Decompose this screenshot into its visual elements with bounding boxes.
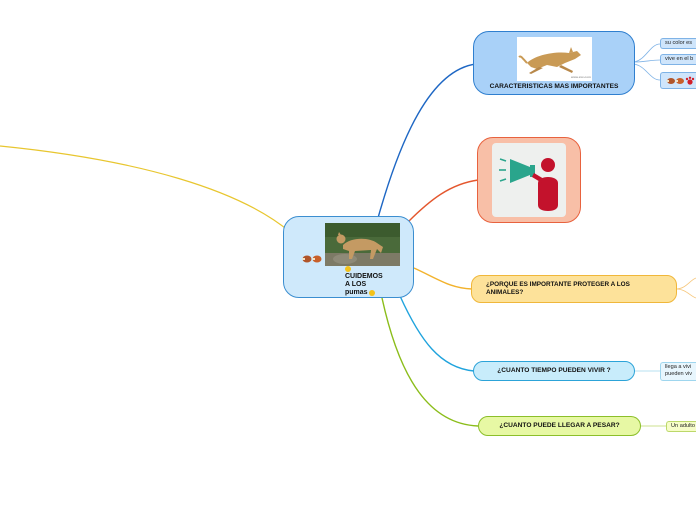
weight-node[interactable]: ¿CUANTO PUEDE LLEGAR A PESAR?	[478, 416, 641, 436]
connector-why-protect	[413, 267, 473, 290]
leaf-icons-row	[666, 76, 695, 85]
meat-icon	[302, 255, 322, 263]
leaf-lifespan[interactable]: llega a vivi pueden viv	[660, 362, 696, 381]
connector-leaf-why	[675, 277, 696, 290]
weight-label: ¿CUANTO PUEDE LLEGAR A PESAR?	[499, 422, 620, 429]
connector-leaf-color	[633, 43, 661, 63]
leaf-weight[interactable]: Un adulto	[666, 421, 696, 432]
central-title-line-1: CUIDEMOS	[345, 273, 383, 280]
leaf-habitat-text: vive en el b	[665, 56, 694, 62]
smile-emoji-icon	[345, 266, 351, 272]
meat-icon	[675, 78, 684, 84]
megaphone-node[interactable]	[477, 137, 581, 223]
image-caption: www.xxx.com	[570, 75, 591, 79]
characteristics-node[interactable]: www.xxx.com CARACTERISTICAS MAS IMPORTAN…	[473, 31, 635, 95]
connector-offscreen-left	[0, 145, 291, 233]
connector-characteristics	[377, 63, 477, 219]
lifespan-label: ¿CUANTO TIEMPO PUEDEN VIVIR ?	[497, 367, 611, 374]
characteristics-label: CARACTERISTICAS MAS IMPORTANTES	[489, 83, 619, 90]
connector-lifespan	[399, 295, 475, 372]
running-puma-image: www.xxx.com	[517, 37, 592, 81]
megaphone-image-frame	[492, 143, 566, 217]
connector-weight	[381, 297, 479, 427]
lifespan-node[interactable]: ¿CUANTO TIEMPO PUEDEN VIVIR ?	[473, 361, 635, 381]
leaf-lifespan-line-1: llega a vivi	[665, 364, 692, 370]
leaf-lifespan-line-2: pueden viv	[665, 371, 693, 377]
megaphone-speaker-icon	[499, 158, 558, 211]
meat-icon	[666, 78, 675, 84]
puma-photo	[325, 223, 400, 266]
connector-leaf-why-2	[675, 288, 696, 299]
connector-leaf-icons	[633, 63, 661, 81]
central-topic-node[interactable]: CUIDEMOS A LOS pumas	[283, 216, 414, 298]
leaf-icons[interactable]	[660, 72, 696, 89]
leaf-color[interactable]: su color es	[660, 38, 696, 49]
central-title-line-3: pumas	[345, 289, 368, 296]
why-protect-node[interactable]: ¿PORQUE ES IMPORTANTE PROTEGER A LOS ANI…	[471, 275, 677, 303]
leaf-color-text: su color es	[665, 40, 693, 46]
leaf-habitat[interactable]: vive en el b	[660, 54, 696, 65]
central-meat-icons	[301, 252, 323, 270]
central-title-line-2: A LOS	[345, 281, 367, 288]
connector-leaf-habitat	[633, 59, 661, 63]
why-protect-label: ¿PORQUE ES IMPORTANTE PROTEGER A LOS ANI…	[486, 281, 630, 296]
smile-emoji-icon	[368, 290, 375, 296]
connector-megaphone	[407, 179, 479, 223]
leaf-weight-text: Un adulto	[671, 423, 695, 429]
paw-icon	[685, 76, 695, 85]
central-title: CUIDEMOS A LOS pumas	[345, 266, 383, 297]
